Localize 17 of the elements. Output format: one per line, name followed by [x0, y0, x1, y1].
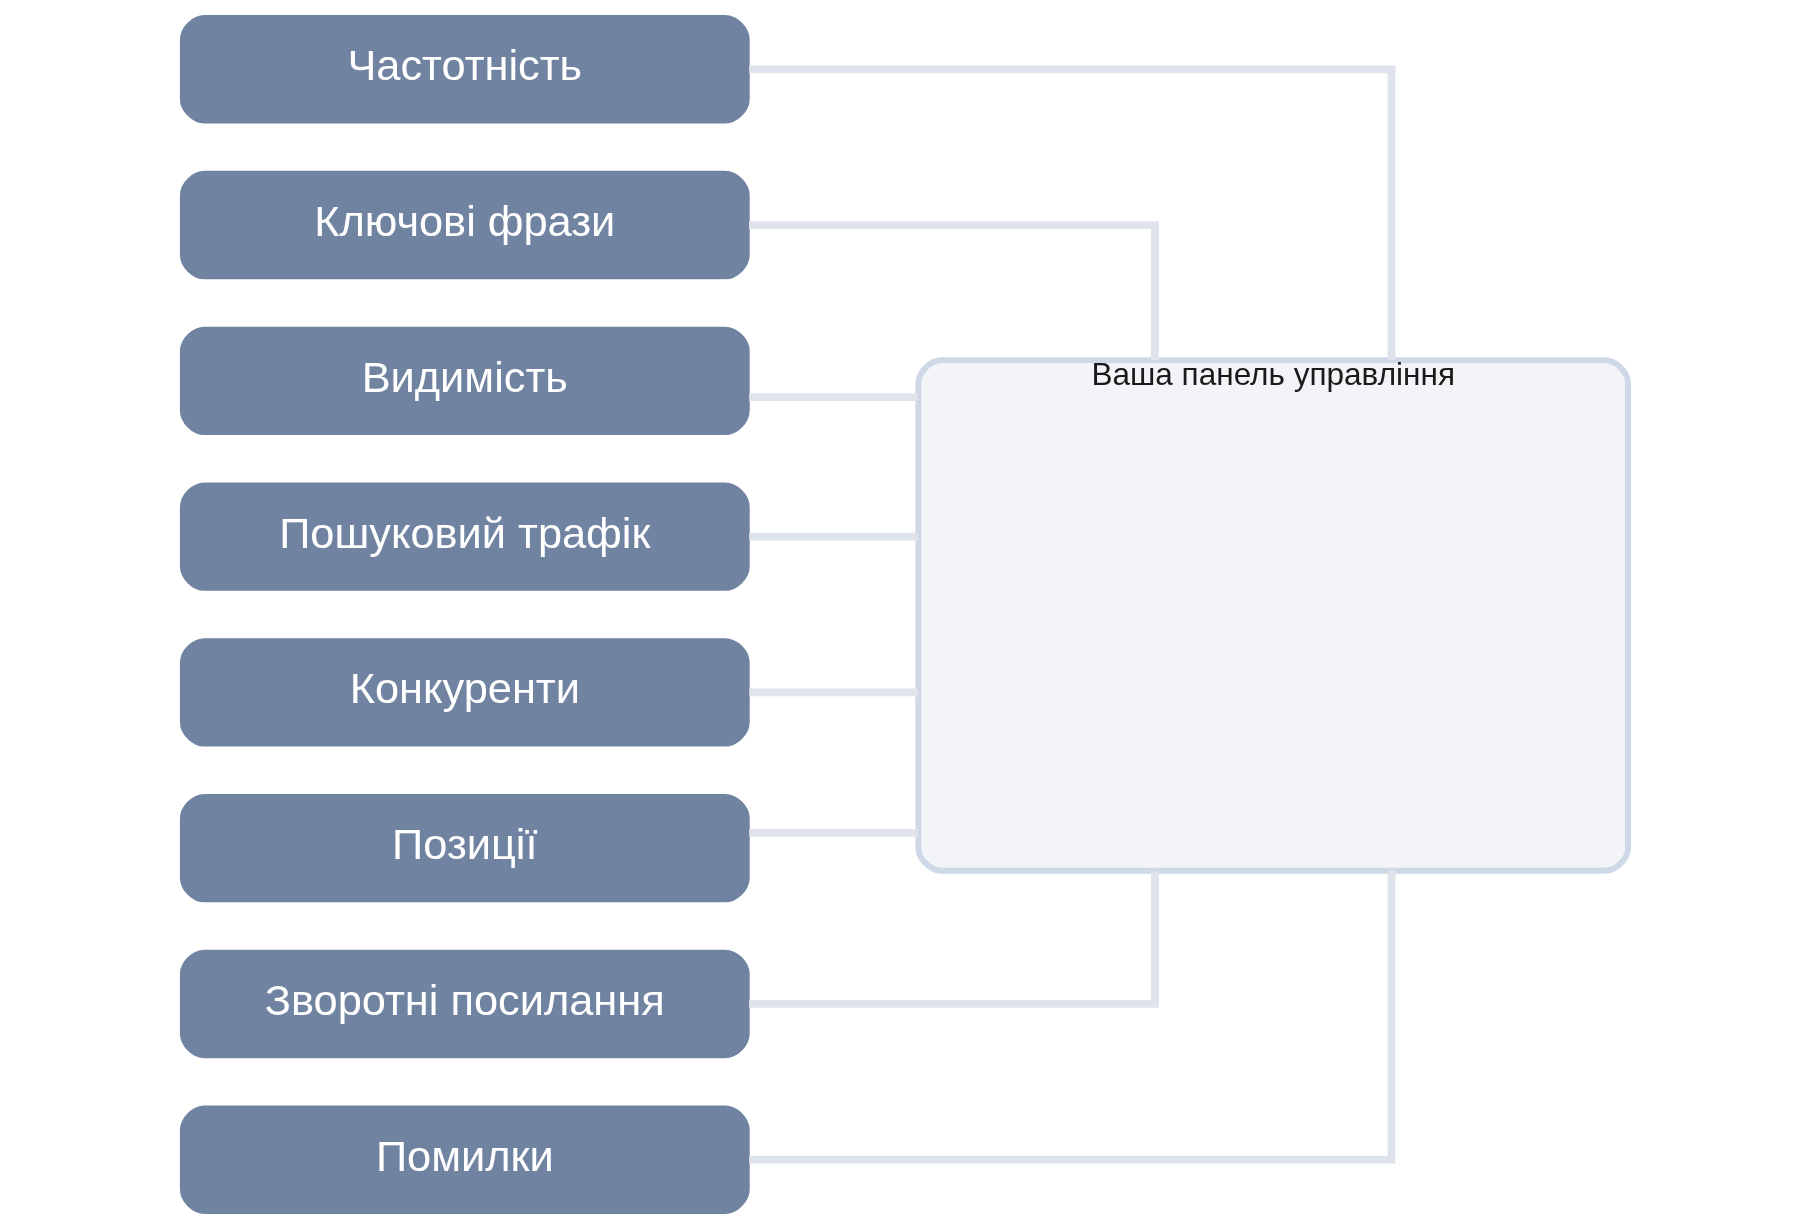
node-box: Помилки	[179, 1105, 750, 1214]
connector	[749, 221, 1159, 360]
connector	[749, 870, 1396, 1164]
connector	[749, 65, 1396, 360]
node-box: Конкуренти	[179, 638, 750, 747]
node-box: Частотність	[179, 15, 750, 124]
node-box: Видимість	[179, 326, 750, 436]
node-box: Позиції	[179, 793, 750, 903]
connector	[749, 828, 919, 837]
connector	[749, 688, 919, 697]
node-box: Пошуковий трафік	[179, 482, 750, 591]
node-box: Ваша панель управління	[915, 357, 1632, 874]
connector	[749, 532, 919, 541]
connector	[749, 871, 1159, 1008]
node-box: Ключові фрази	[179, 170, 750, 280]
node-box: Зворотні посилання	[179, 949, 750, 1059]
connector	[749, 393, 919, 402]
